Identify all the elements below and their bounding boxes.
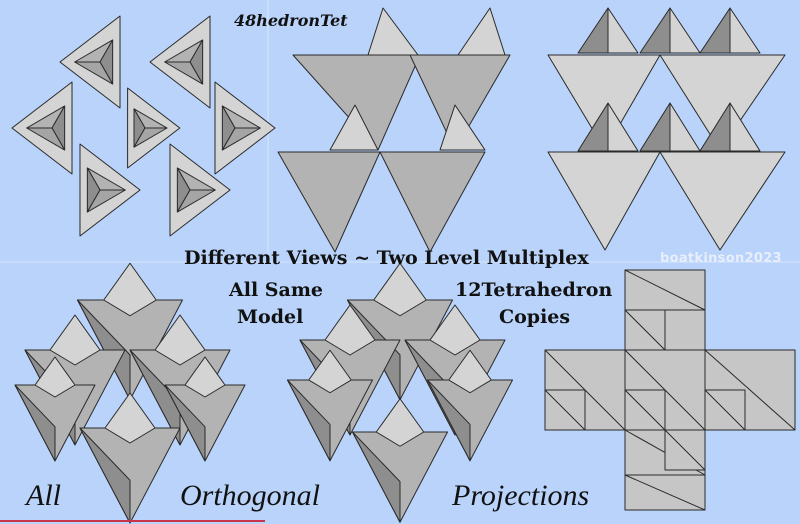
triangle-face — [292, 54, 421, 151]
tetra-face — [427, 379, 471, 462]
net-edge — [544, 389, 586, 431]
tetra-face — [164, 384, 206, 462]
tetra-face — [221, 127, 261, 151]
footer-word-1: All — [26, 479, 61, 512]
triangle-face — [457, 7, 506, 56]
triangle-face — [659, 54, 786, 151]
tetra-face — [133, 127, 168, 148]
triangle-face — [367, 7, 419, 56]
net-edge — [704, 349, 796, 431]
pyramid-face — [729, 102, 761, 152]
tetra-top — [308, 349, 352, 394]
triangle-face — [379, 151, 486, 253]
tetra-top — [103, 262, 157, 317]
tetra-top — [373, 262, 427, 317]
net-cell — [664, 309, 706, 351]
tetra-face — [79, 427, 131, 524]
triangle-face — [659, 151, 786, 251]
tetra-face — [86, 189, 126, 213]
pyramid-face — [639, 102, 671, 152]
tetra-top — [154, 314, 206, 366]
pyramid-face — [669, 102, 701, 152]
footer-word-3: Projections — [452, 479, 590, 512]
pyramid-face — [607, 7, 639, 54]
net-edge — [624, 474, 706, 511]
tetra-face — [287, 379, 331, 462]
tetra-face — [176, 189, 216, 213]
tetra-face — [164, 61, 204, 85]
tetra-top — [429, 304, 481, 356]
net-edge — [624, 269, 706, 311]
tetra-face — [129, 349, 181, 446]
triangle-face — [329, 104, 379, 151]
net-edge — [624, 389, 666, 431]
tetra-face — [14, 384, 56, 462]
pyramid-face — [639, 7, 671, 54]
triangle-face — [547, 54, 661, 151]
pyramid-face — [699, 7, 731, 54]
headline: Different Views ~ Two Level Multiplex — [184, 247, 589, 269]
tetra-face — [74, 61, 114, 85]
pyramid-face — [577, 7, 609, 54]
model-label: 48hedronTet — [234, 11, 348, 30]
pyramid-face — [607, 102, 639, 152]
left-note-line-1: All Same — [229, 279, 324, 301]
right-note-line-1: 12Tetrahedron — [455, 279, 613, 301]
net-edge — [624, 309, 666, 351]
tetra-top — [375, 398, 425, 447]
right-note-line-2: Copies — [499, 306, 571, 328]
pyramid-face — [729, 7, 761, 54]
net-edge — [664, 429, 706, 471]
tetra-top — [184, 356, 226, 398]
triangle-face — [439, 104, 486, 151]
left-note-line-2: Model — [237, 306, 304, 328]
tetra-face — [352, 431, 401, 523]
pyramid-face — [669, 7, 701, 54]
tetra-top — [49, 314, 101, 366]
net-edge — [704, 389, 746, 431]
signature: boatkinson2023 — [660, 251, 782, 266]
tetra-top — [104, 392, 156, 444]
triangle-face — [547, 151, 661, 251]
footer-word-2: Orthogonal — [180, 479, 321, 512]
triangle-face — [277, 151, 381, 253]
tetra-top — [34, 356, 76, 398]
tetra-face — [26, 127, 66, 151]
triangle-face — [409, 54, 511, 151]
tetra-top — [448, 349, 492, 394]
tetra-top — [324, 304, 376, 356]
